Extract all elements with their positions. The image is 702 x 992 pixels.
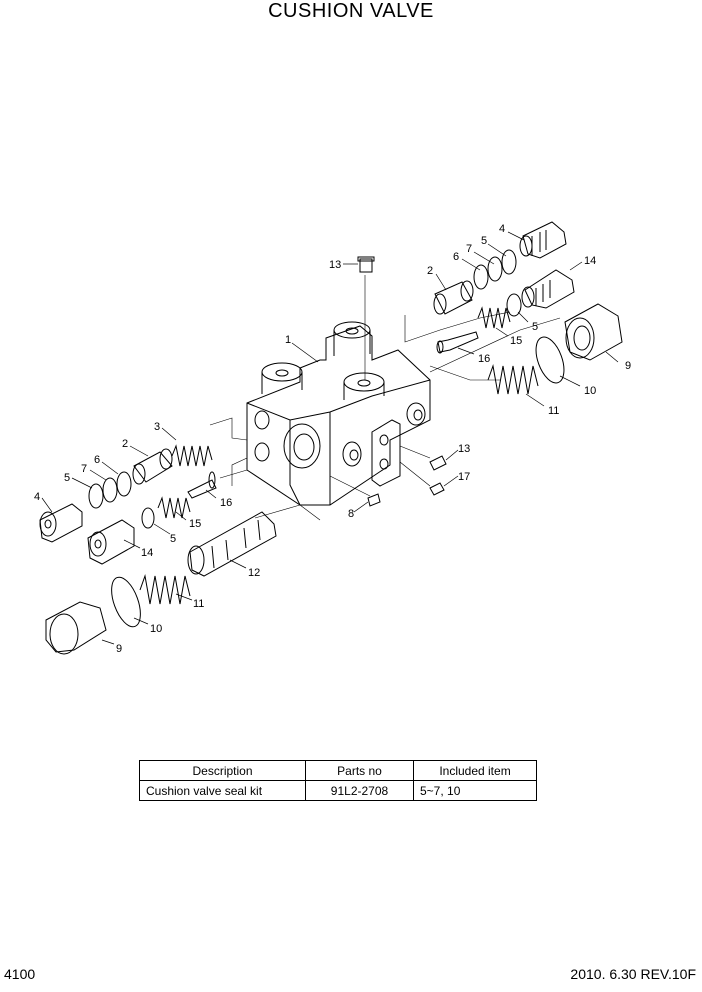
callout-12-lower: 12 (248, 567, 260, 579)
callout-2-upper: 2 (427, 265, 433, 277)
callout-5b-upper: 5 (532, 321, 538, 333)
callout-1-body: 1 (285, 334, 291, 346)
cell-included-item: 5~7, 10 (413, 780, 537, 801)
callout-6-lower: 6 (94, 454, 100, 466)
callout-3-lower: 3 (154, 421, 160, 433)
callout-7-upper: 7 (466, 243, 472, 255)
callout-9-upper: 9 (625, 360, 631, 372)
header-parts-no: Parts no (305, 760, 414, 781)
callout-2-lower: 2 (122, 438, 128, 450)
callout-10-upper: 10 (584, 385, 596, 397)
callout-4-upper: 4 (499, 223, 505, 235)
callout-6-upper: 6 (453, 251, 459, 263)
page-title: CUSHION VALVE (268, 0, 434, 22)
header-description: Description (139, 760, 306, 781)
callout-17-lower: 17 (458, 471, 470, 483)
upper-right-parts (357, 221, 623, 395)
callout-16-upper: 16 (478, 353, 490, 365)
callout-5-upper: 5 (481, 235, 487, 247)
leader-lines (41, 231, 619, 645)
callout-5b-lower: 5 (170, 533, 176, 545)
header-included-item: Included item (413, 760, 537, 781)
callout-11-lower: 11 (193, 598, 204, 610)
exploded-parts-diagram: 13 2 6 7 5 4 14 5 15 16 9 10 11 1 3 2 6 … (34, 221, 631, 655)
revision-date: 2010. 6.30 REV.10F (570, 966, 696, 982)
callout-4-lower: 4 (34, 491, 40, 503)
assembly-lines (209, 275, 561, 521)
callout-8-lower: 8 (348, 508, 354, 520)
callout-9-lower: 9 (116, 643, 122, 655)
callout-5-lower: 5 (64, 472, 70, 484)
page-number: 4100 (4, 966, 36, 982)
cell-parts-no: 91L2-2708 (305, 780, 414, 801)
callout-7-lower: 7 (81, 463, 87, 475)
callout-14-lower: 14 (141, 547, 153, 559)
callout-labels: 13 2 6 7 5 4 14 5 15 16 9 10 11 1 3 2 6 … (34, 223, 631, 655)
callout-16-lower: 16 (220, 497, 232, 509)
callout-15-upper: 15 (510, 335, 522, 347)
callout-10-lower: 10 (150, 623, 162, 635)
callout-15-lower: 15 (189, 518, 201, 530)
valve-body (246, 321, 431, 506)
callout-13-top: 13 (329, 259, 341, 271)
seal-kit-table: Description Parts no Included item Cushi… (139, 760, 537, 801)
callout-13-lower: 13 (458, 443, 470, 455)
callout-11-upper: 11 (548, 405, 559, 417)
cell-description: Cushion valve seal kit (139, 780, 306, 801)
callout-14-upper: 14 (584, 255, 596, 267)
table-row: Cushion valve seal kit 91L2-2708 5~7, 10 (139, 780, 537, 801)
lower-left-parts (39, 444, 447, 655)
table-header-row: Description Parts no Included item (139, 760, 537, 781)
